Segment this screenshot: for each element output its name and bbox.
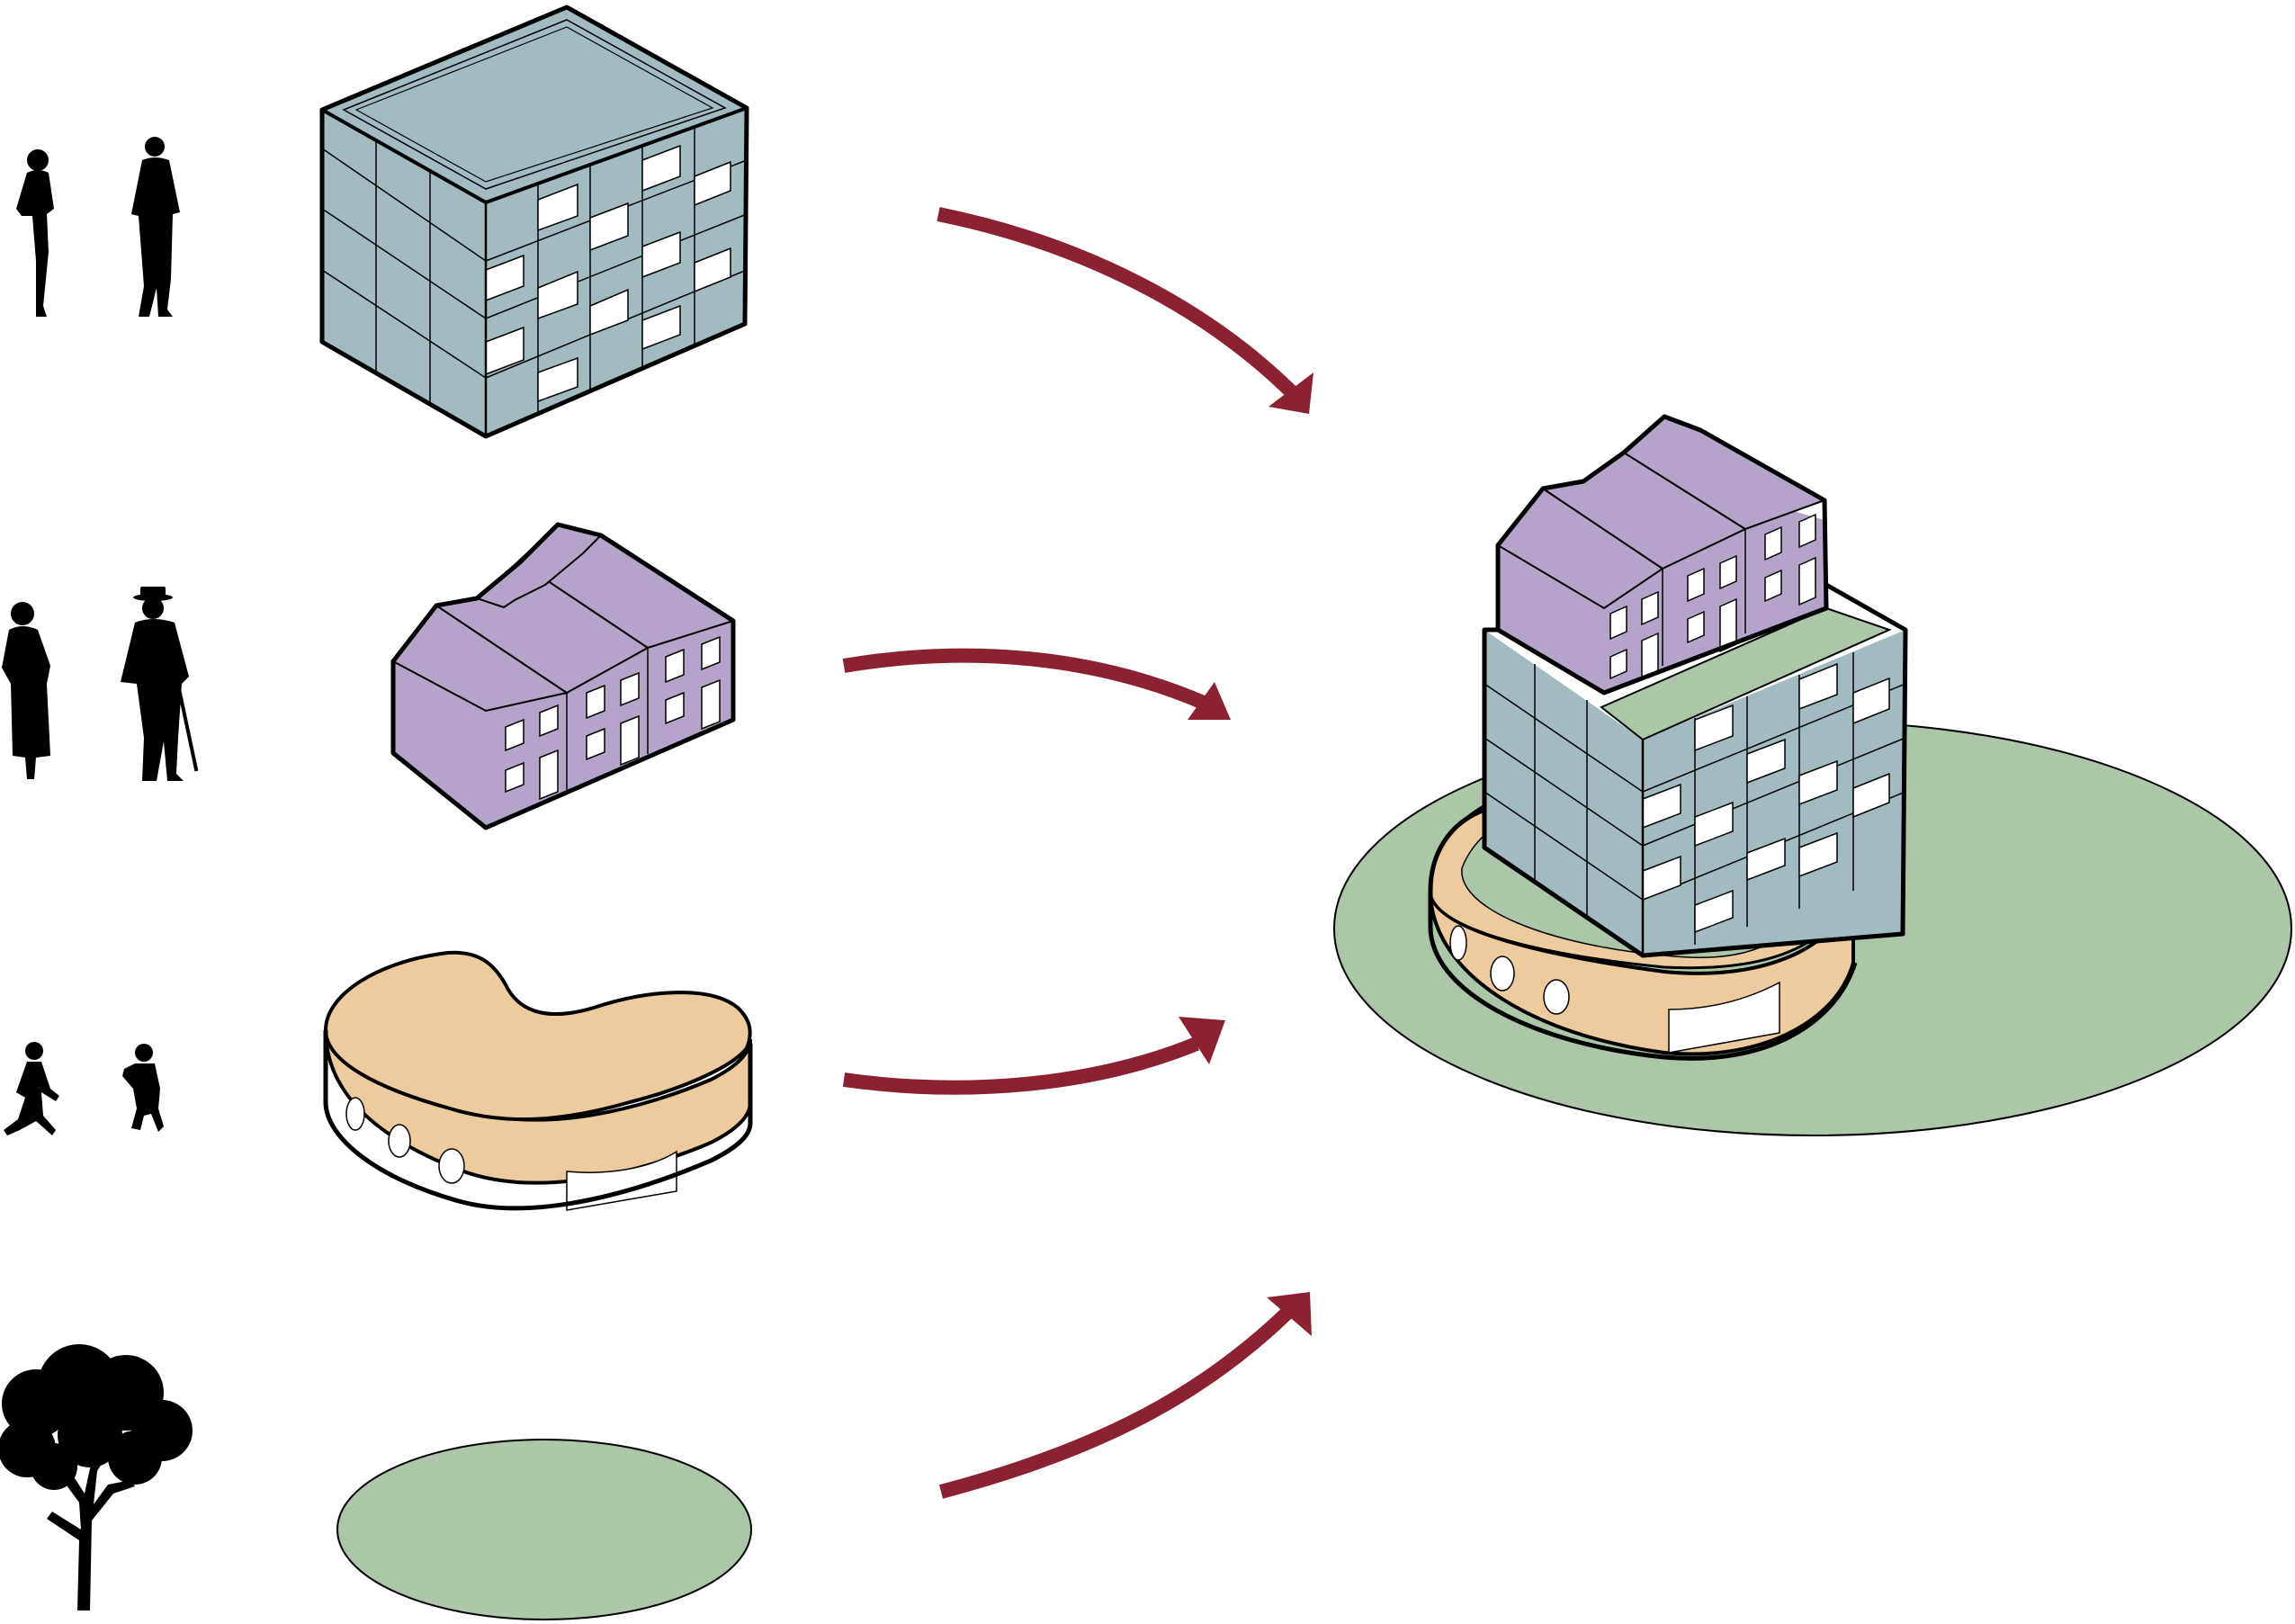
arrow-daycare-to-result: [842, 1017, 1225, 1095]
townhouses: [390, 522, 736, 830]
daycare-round-windows: [345, 1097, 465, 1184]
result-townhouse-front-face: [1498, 545, 1604, 693]
apartment-windows: [485, 144, 731, 403]
tree-silhouette: [0, 1344, 193, 1611]
daycare-door: [566, 1150, 677, 1211]
townhouse-front-face: [393, 661, 486, 828]
result-townhouse-windows: [1609, 513, 1816, 680]
result-roof-terrace: [1600, 606, 1892, 741]
result-apartment-windows: [1642, 662, 1890, 934]
running-child-silhouette: [4, 1042, 59, 1135]
woman-silhouette: [16, 149, 54, 317]
result-daycare-round-windows: [1449, 925, 1570, 1015]
apartment-block: [319, 4, 749, 439]
result-townhouse-roofs: [1496, 415, 1827, 610]
elderly-man-with-cane-silhouette: [121, 587, 199, 781]
daycare-roof: [323, 950, 752, 1122]
apartment-right-face: [486, 108, 747, 436]
elderly-woman-silhouette: [2, 602, 50, 779]
townhouse-windows: [505, 635, 721, 801]
result-daycare-door: [1668, 981, 1780, 1054]
daycare: [323, 950, 753, 1211]
green-space-lawn: [336, 1439, 752, 1620]
arrow-apartment-to-result: [937, 207, 1313, 414]
arrow-green-to-result: [938, 1292, 1312, 1499]
arrow-townhouses-to-result: [842, 648, 1231, 720]
man-silhouette: [131, 137, 180, 317]
apartment-left-face: [322, 110, 486, 436]
combined-building: [1333, 414, 2292, 1136]
toddler-silhouette: [122, 1044, 164, 1132]
